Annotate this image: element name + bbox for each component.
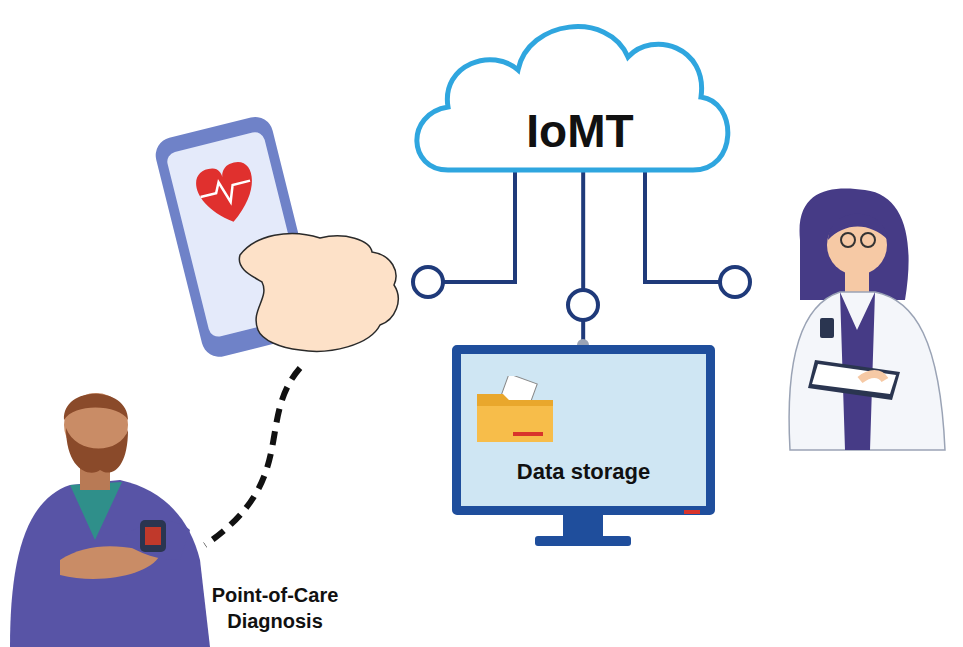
patient-figure — [120, 521, 190, 560]
doctor-figure — [820, 318, 834, 338]
network-node — [413, 267, 443, 297]
patient-figure — [10, 393, 210, 647]
folder-tag — [513, 432, 543, 436]
hand — [239, 233, 398, 351]
network-line — [443, 172, 720, 282]
doctor-figure — [828, 214, 888, 240]
doctor-figure — [841, 233, 855, 247]
folder-front — [477, 406, 553, 442]
doctor-figure — [845, 272, 869, 294]
caption-label: Point-of-Care Diagnosis — [180, 582, 370, 634]
doctor-figure — [841, 233, 875, 247]
network-node — [568, 290, 598, 320]
node-text: IoMT — [403, 108, 757, 154]
doctor-figure — [808, 360, 900, 400]
smartphone — [198, 175, 254, 209]
doctor-figure — [800, 188, 909, 300]
smartphone — [193, 159, 262, 228]
patient-figure — [64, 394, 128, 420]
folder-back — [477, 394, 553, 442]
patient-figure — [10, 480, 210, 647]
hand — [239, 233, 398, 351]
node-text: Data storage — [461, 460, 706, 484]
network-node — [720, 267, 750, 297]
patient-figure — [70, 482, 122, 540]
doctor-figure — [789, 188, 945, 450]
monitor-stand — [535, 512, 631, 546]
patient-figure — [145, 527, 161, 545]
doctor-figure — [789, 292, 945, 450]
doctor-figure — [861, 233, 875, 247]
patient-figure — [66, 428, 128, 473]
monitor-node: Data storage — [452, 345, 715, 515]
folder-icon — [473, 376, 563, 446]
network-line — [645, 172, 720, 282]
network-line — [443, 172, 515, 282]
monitor-stand — [563, 512, 603, 538]
monitor-stand — [535, 536, 631, 546]
cloud-node: IoMT — [403, 2, 757, 174]
wireless-link — [205, 368, 300, 545]
power-light — [684, 510, 700, 514]
network-node — [413, 267, 750, 320]
doctor-figure — [812, 364, 896, 394]
patient-figure — [140, 520, 166, 552]
doctor-figure — [860, 374, 885, 380]
